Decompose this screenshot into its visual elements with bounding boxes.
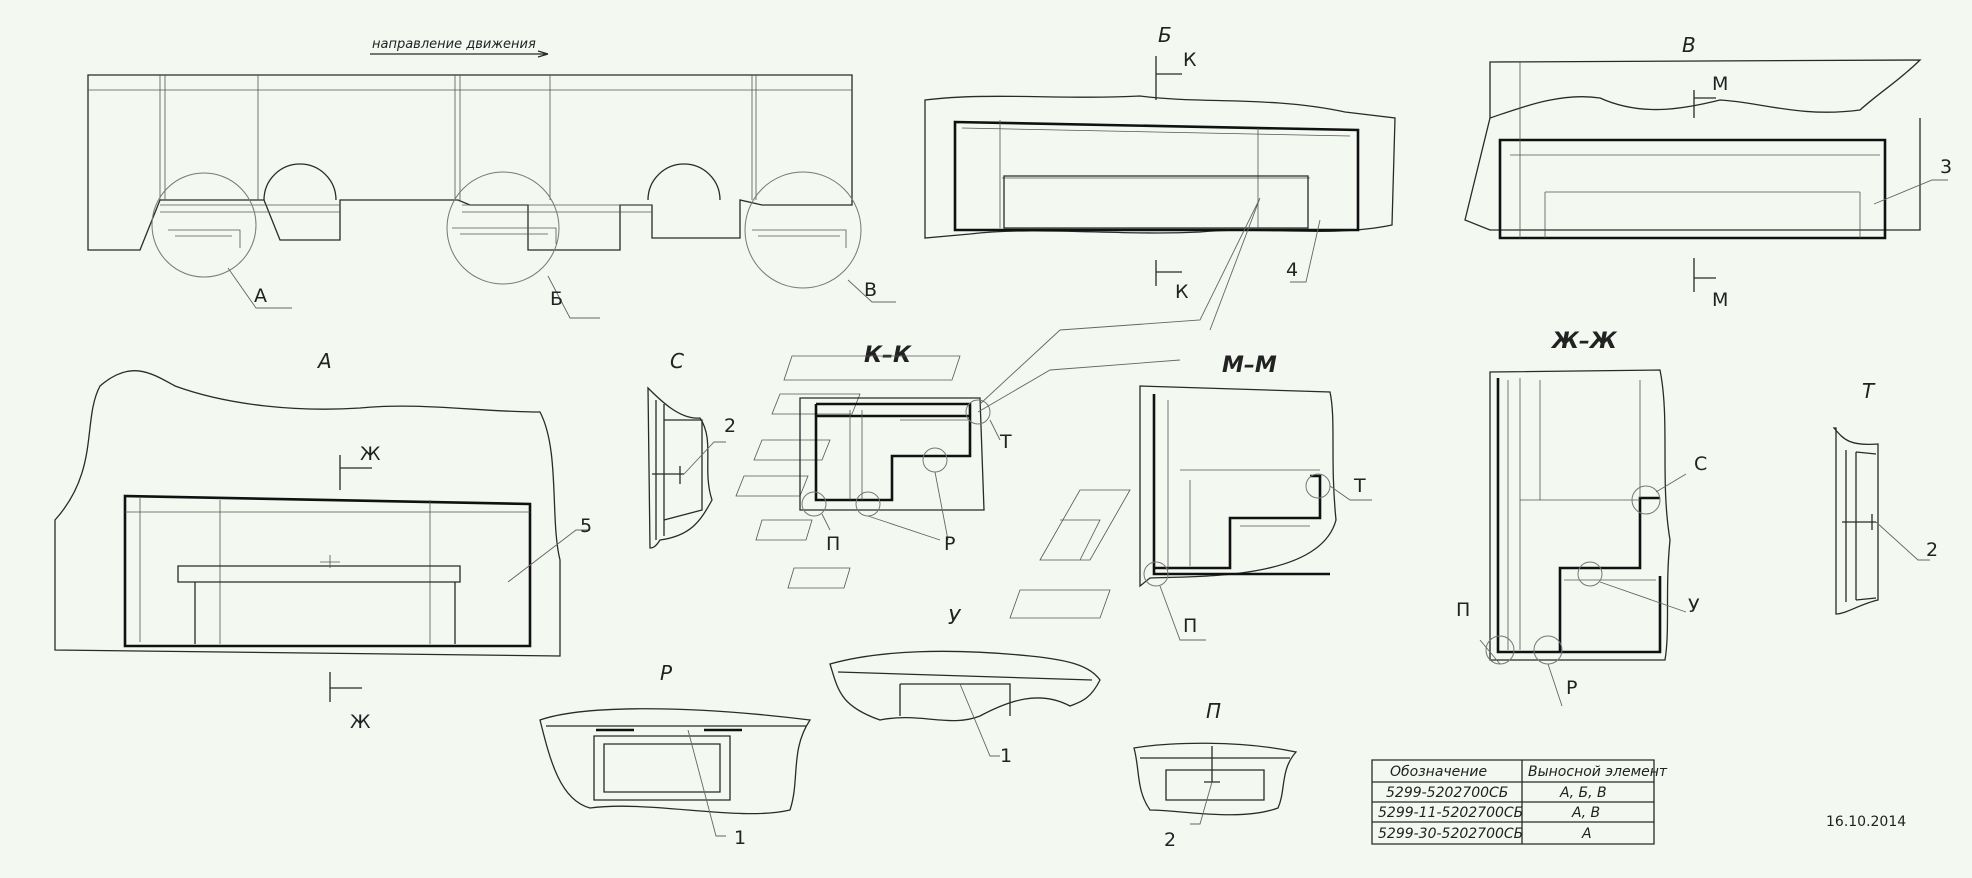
- view-v-callout-3: 3: [1940, 156, 1952, 178]
- motion-direction-label: направление движения: [372, 37, 536, 52]
- view-v-m-bottom: М: [1712, 289, 1728, 311]
- table-header-element: Выносной элемент: [1528, 764, 1668, 780]
- view-c-title: С: [670, 349, 684, 373]
- section-zhzh-u: У: [1688, 595, 1700, 617]
- drawing-date: 16.10.2014: [1826, 814, 1906, 830]
- view-r-title: Р: [660, 661, 673, 685]
- view-a-zh-bottom: Ж: [350, 711, 371, 733]
- view-b: Б К К 4: [924, 23, 1396, 303]
- section-kk-title: К–К: [864, 343, 912, 368]
- motion-direction-arrow: [370, 50, 549, 58]
- view-v: В М М 3: [1464, 33, 1952, 311]
- view-c-callout-2: 2: [724, 415, 736, 437]
- section-mm-p: П: [1183, 615, 1197, 637]
- view-r-callout-1: 1: [734, 827, 746, 849]
- view-u-title: У: [948, 605, 962, 629]
- section-zhzh-r: Р: [1566, 677, 1577, 699]
- view-a-title: А: [316, 349, 332, 373]
- section-mm-t: Т: [1353, 475, 1366, 497]
- section-kk-p: П: [826, 533, 840, 555]
- section-kk-t: Т: [999, 431, 1012, 453]
- view-p-callout-2: 2: [1164, 829, 1176, 851]
- table-cell: 5299-11-5202700СБ: [1378, 805, 1523, 821]
- section-zhzh-title: Ж–Ж: [1550, 329, 1618, 354]
- view-a-callout-5: 5: [580, 515, 592, 537]
- table-cell: 5299-30-5202700СБ: [1378, 826, 1523, 842]
- overview-mark-v: В: [864, 279, 877, 301]
- view-u: У 1: [829, 605, 1101, 767]
- bus-overview: направление движения А Б В: [87, 37, 896, 319]
- section-zhzh-p: П: [1456, 599, 1470, 621]
- section-mm-title: М–М: [1222, 353, 1277, 378]
- view-r: Р 1: [539, 661, 812, 849]
- table-cell: 5299-5202700СБ: [1386, 785, 1508, 801]
- table-cell: А, В: [1571, 805, 1600, 821]
- section-zhzh: Ж–Ж С У Р П: [1456, 329, 1707, 707]
- table-header-designation: Обозначение: [1390, 764, 1487, 780]
- view-c: С 2: [647, 349, 736, 549]
- view-p: П 2: [1133, 699, 1298, 851]
- view-v-title: В: [1682, 33, 1696, 57]
- section-kk: К–К Т П Р: [735, 197, 1261, 589]
- overview-mark-a: А: [254, 285, 267, 307]
- section-kk-r: Р: [944, 533, 955, 555]
- table-cell: А: [1581, 826, 1592, 842]
- overview-mark-b: Б: [550, 288, 563, 310]
- view-v-m-top: М: [1712, 73, 1728, 95]
- view-t: Т 2: [1832, 379, 1938, 615]
- view-u-callout-1: 1: [1000, 745, 1012, 767]
- view-b-title: Б: [1158, 23, 1172, 47]
- view-b-callout-4: 4: [1286, 259, 1298, 281]
- view-t-callout-2: 2: [1926, 539, 1938, 561]
- section-mm: М–М Т П: [1009, 353, 1372, 641]
- view-a: А Ж Ж 5: [54, 349, 592, 733]
- section-zhzh-c: С: [1694, 453, 1707, 475]
- view-b-k-bottom: К: [1175, 281, 1189, 303]
- view-t-title: Т: [1862, 379, 1876, 403]
- view-a-zh-top: Ж: [360, 443, 381, 465]
- designation-table: Обозначение Выносной элемент 5299-520270…: [1371, 759, 1668, 845]
- table-cell: А, Б, В: [1559, 785, 1607, 801]
- view-b-k-top: К: [1183, 49, 1197, 71]
- view-p-title: П: [1206, 699, 1221, 723]
